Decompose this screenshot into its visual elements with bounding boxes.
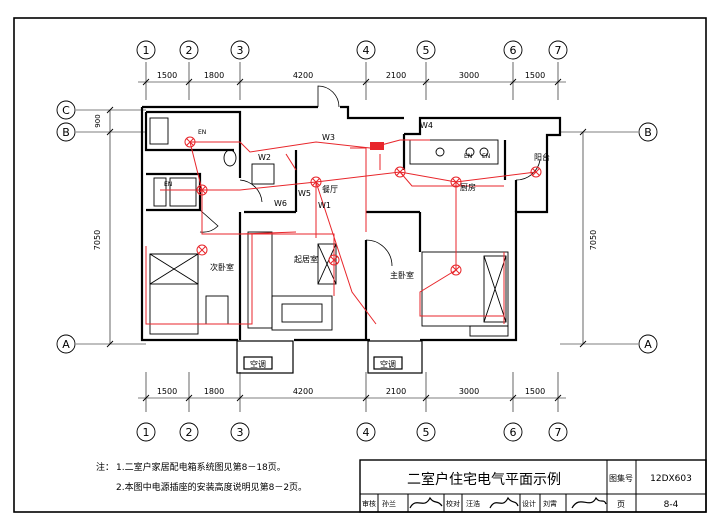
room-foyer: 餐厅 (322, 185, 338, 194)
axis-row-b-right: B (644, 126, 652, 139)
wire-label-w5: W5 (298, 189, 311, 198)
axis-col-1-bottom: 1 (143, 426, 150, 439)
wire-label-w1: W1 (318, 201, 331, 210)
panel-label-3: EN (464, 153, 472, 160)
dim-top-4: 2100 (386, 71, 406, 80)
distribution-panel (370, 142, 384, 150)
wire-label-w4: W4 (420, 121, 433, 130)
axis-col-2-bottom: 2 (186, 426, 193, 439)
dim-bottom-2: 1800 (204, 387, 224, 396)
axis-col-1-top: 1 (143, 44, 150, 57)
axis-lines (76, 62, 638, 412)
room-balcony: 阳台 (534, 152, 550, 162)
notes-label: 注： (96, 461, 114, 473)
ac-platforms (236, 340, 423, 374)
dim-bottom-4: 2100 (386, 387, 406, 396)
signature-marks (409, 496, 607, 509)
axis-col-7-bottom: 7 (555, 426, 562, 439)
axis-col-5-bottom: 5 (423, 426, 430, 439)
title-block (359, 459, 707, 513)
sign-review-label: 审核 (362, 499, 376, 508)
axis-col-6-top: 6 (510, 44, 517, 57)
dim-bottom-5: 3000 (459, 387, 479, 396)
axis-col-2-top: 2 (186, 44, 193, 57)
axis-row-a-left: A (62, 338, 70, 351)
dim-bottom-3: 4200 (293, 387, 313, 396)
title-block-atlas-no: 12DX603 (650, 474, 692, 484)
room-master-bedroom: 主卧室 (390, 270, 414, 280)
panel-label-4: EN (482, 153, 490, 160)
axis-row-c-left: C (62, 104, 70, 117)
title-block-page-label: 页 (617, 500, 625, 509)
axis-col-6-bottom: 6 (510, 426, 517, 439)
dim-top-2: 1800 (204, 71, 224, 80)
sign-check-name: 汪浩 (466, 499, 480, 508)
dim-top-3: 4200 (293, 71, 313, 80)
room-kitchen: 厨房 (460, 182, 476, 192)
furniture (149, 117, 509, 337)
axis-col-3-top: 3 (237, 44, 244, 57)
notes-line-1: 1.二室户家居配电箱系统图见第8－18页。 (116, 461, 286, 473)
dim-right-main: 7050 (589, 230, 598, 250)
ac-unit-left: 空调 (250, 359, 266, 369)
wire-label-w3: W3 (322, 133, 335, 142)
sign-design-label: 设计 (522, 499, 536, 508)
axis-col-5-top: 5 (423, 44, 430, 57)
title-block-page-no: 8-4 (664, 500, 679, 510)
sign-check-label: 校对 (446, 499, 460, 508)
room-second-bedroom: 次卧室 (210, 262, 234, 272)
dim-bottom-1: 1500 (157, 387, 177, 396)
axis-col-4-bottom: 4 (363, 426, 370, 439)
wire-label-w6: W6 (274, 199, 287, 208)
axis-col-3-bottom: 3 (237, 426, 244, 439)
axis-row-a-right: A (644, 338, 652, 351)
dim-top-5: 3000 (459, 71, 479, 80)
panel-label-1: EN (198, 129, 206, 136)
dimension-ticks (106, 78, 587, 402)
title-block-title: 二室户住宅电气平面示例 (407, 471, 561, 488)
dim-left-main: 7050 (93, 230, 102, 250)
axis-col-7-top: 7 (555, 44, 562, 57)
sheet-frame (13, 17, 707, 513)
notes-line-2: 2.本图中电源插座的安装高度说明见第8－2页。 (116, 481, 307, 493)
wire-label-w2: W2 (258, 153, 271, 162)
room-living: 起居室 (294, 254, 318, 264)
sign-review-name: 孙兰 (382, 499, 396, 508)
dim-bottom-6: 1500 (525, 387, 545, 396)
panel-label-2: EN (164, 181, 172, 188)
dim-top-6: 1500 (525, 71, 545, 80)
dim-top-1: 1500 (157, 71, 177, 80)
dim-left-small: 900 (94, 114, 102, 127)
sign-design-name: 刘霄 (543, 499, 557, 508)
axis-col-4-top: 4 (363, 44, 370, 57)
axis-row-b-left: B (62, 126, 70, 139)
lamp-fixtures (184, 136, 542, 276)
title-block-atlas-label: 图集号 (609, 473, 633, 483)
ac-unit-right: 空调 (380, 359, 396, 369)
